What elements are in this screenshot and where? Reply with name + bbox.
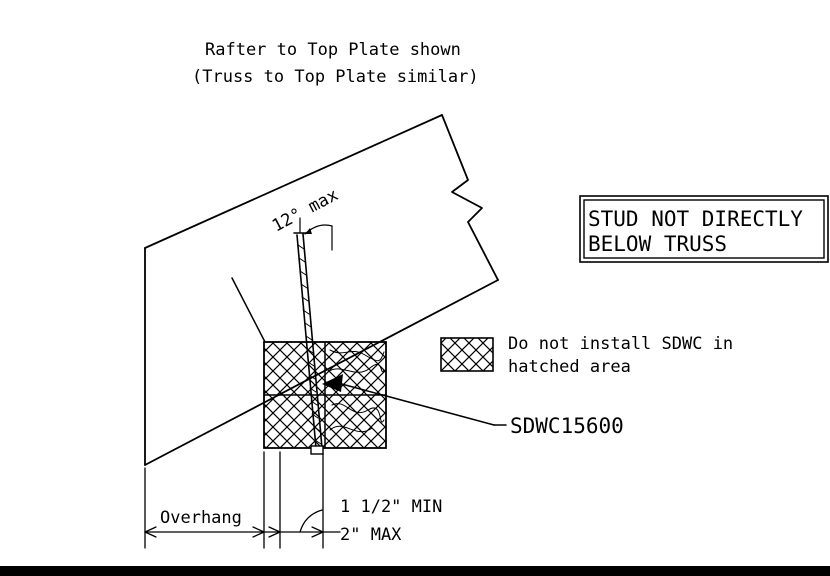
bottom-border bbox=[0, 566, 830, 576]
title-line-1: Rafter to Top Plate shown bbox=[205, 40, 461, 60]
legend: Do not install SDWC in hatched area bbox=[440, 334, 733, 377]
overhang-label: Overhang bbox=[160, 508, 242, 528]
legend-hatch-swatch bbox=[440, 337, 494, 372]
dimension-lines bbox=[144, 451, 341, 549]
dim-max-label: 2" MAX bbox=[340, 525, 402, 545]
note-box: STUD NOT DIRECTLY BELOW TRUSS bbox=[579, 195, 829, 263]
rafter-leader-line bbox=[231, 277, 266, 343]
legend-line-1: Do not install SDWC in bbox=[508, 334, 733, 354]
angle-label: 12° max bbox=[269, 185, 342, 236]
screw-label: SDWC15600 bbox=[510, 414, 624, 438]
dim-min-label: 1 1/2" MIN bbox=[340, 497, 442, 517]
title-line-2: (Truss to Top Plate similar) bbox=[192, 67, 479, 87]
legend-line-2: hatched area bbox=[508, 357, 631, 377]
top-plate-section bbox=[263, 341, 387, 449]
angle-indicator bbox=[299, 217, 333, 251]
note-line-2: BELOW TRUSS bbox=[588, 232, 727, 256]
screw-leader-line bbox=[337, 382, 495, 426]
note-line-1: STUD NOT DIRECTLY bbox=[588, 207, 803, 231]
sdwc-screw bbox=[293, 232, 324, 455]
